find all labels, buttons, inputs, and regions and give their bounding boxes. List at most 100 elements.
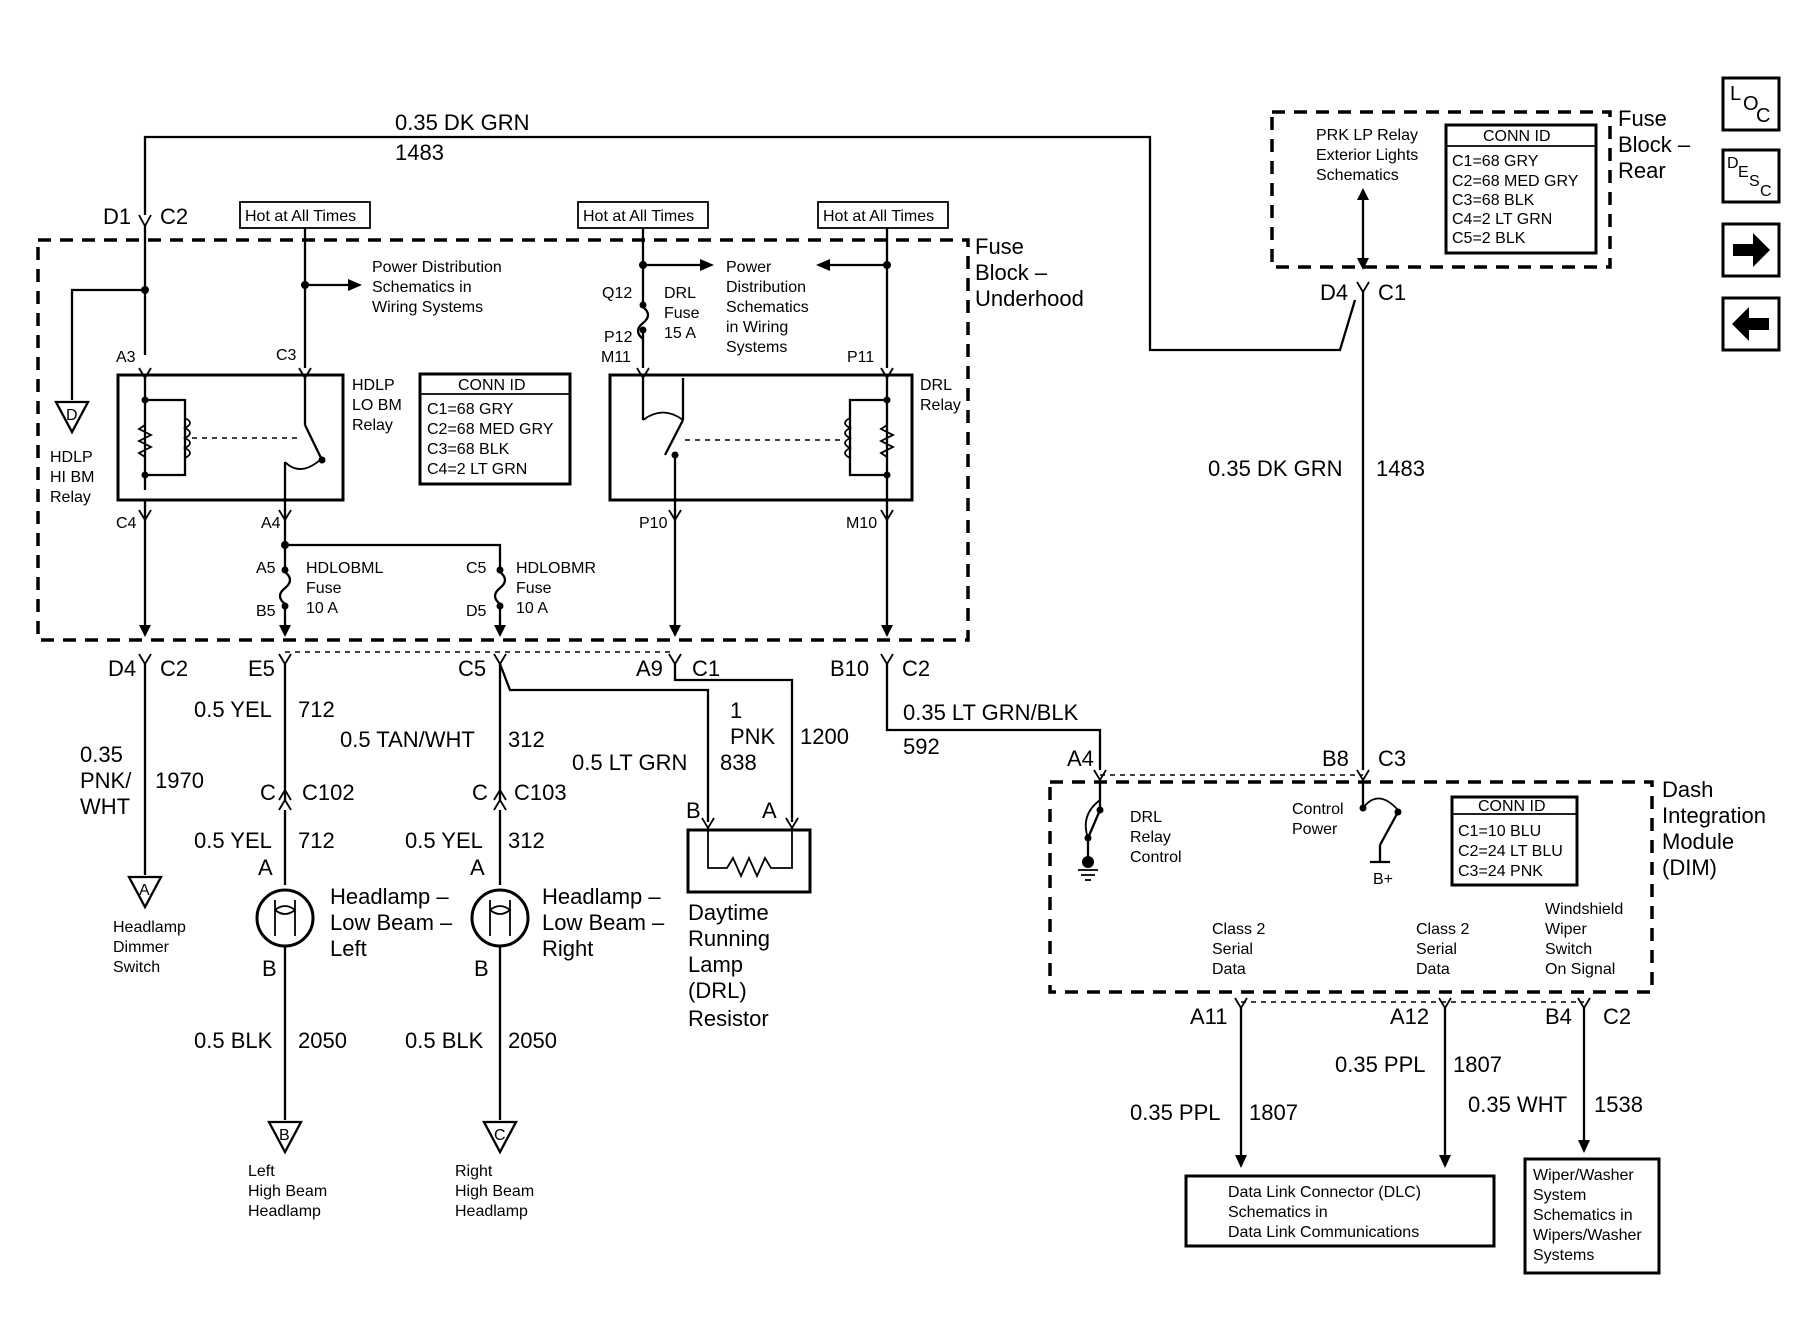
- label-wires-ltgrnblk-circuit: 592: [903, 734, 940, 759]
- label-hot-0: Hot at All Times: [245, 208, 356, 225]
- label-hdlp-lo-relay-0: HDLP: [352, 377, 395, 394]
- label-wiper-box-0: Wiper/Washer: [1533, 1167, 1634, 1184]
- label-pins-c1b: C1: [1378, 280, 1406, 305]
- dash-integration-module: Dash Integration Module (DIM) DRL Relay …: [1048, 777, 1766, 994]
- label-pins-c2a: C2: [160, 204, 188, 229]
- label-prk-lp-0: PRK LP Relay: [1316, 127, 1418, 144]
- label-wiper-box-2: Schematics in: [1533, 1207, 1633, 1224]
- label-power-dist-right-4: Systems: [726, 339, 787, 356]
- label-wires-ltgrn-color: 0.5 LT GRN: [572, 750, 687, 775]
- label-wires-pnk-whtA: 0.35: [80, 742, 123, 767]
- label-dim-labels-bplus: B+: [1373, 871, 1393, 888]
- label-hdlp-lo-relay-1: LO BM: [352, 397, 402, 414]
- label-dlc-box-1: Schematics in: [1228, 1204, 1328, 1221]
- label-drl-resistor-1: Running: [688, 926, 770, 951]
- label-pins-m11: M11: [601, 349, 631, 366]
- arrow-right-icon: [1733, 233, 1770, 267]
- label-pins-q12: Q12: [602, 285, 632, 302]
- label-pins-c5: C5: [458, 656, 486, 681]
- label-pins-c2c: C2: [902, 656, 930, 681]
- label-dim-labels-drl-ctrl-2: Control: [1130, 849, 1182, 866]
- wire-ppl-2: 0.35 PPL 1807: [1335, 1008, 1502, 1168]
- hdlp-hi-relay-branch: D HDLP HI BM Relay: [50, 226, 149, 506]
- back-arrow-button[interactable]: [1721, 296, 1781, 352]
- label-pins-d4b: D4: [1320, 280, 1348, 305]
- forward-arrow-button[interactable]: [1721, 222, 1781, 278]
- wire-lt-grn-drl: 0.5 LT GRN 838: [498, 663, 757, 822]
- label-headlamp-right-1: Low Beam –: [542, 910, 665, 935]
- label-pins-c1a: C1: [692, 656, 720, 681]
- dlc-schematic-reference[interactable]: Data Link Connector (DLC) Schematics in …: [1184, 1174, 1496, 1248]
- label-fuse-block-rear-2: Rear: [1618, 158, 1666, 183]
- label-drl-relay-1: Relay: [920, 397, 961, 414]
- label-dlc-box-0: Data Link Connector (DLC): [1228, 1184, 1421, 1201]
- label-conn-underhood-rows-2: C3=68 BLK: [427, 441, 510, 458]
- label-conn-rear-rows-0: C1=68 GRY: [1452, 153, 1539, 170]
- label-offpage-d-letter: D: [66, 407, 78, 424]
- label-conn-rear-rows-3: C4=2 LT GRN: [1452, 211, 1552, 228]
- label-drl-resistor-2: Lamp: [688, 952, 743, 977]
- label-pins-a-drl: A: [762, 798, 777, 823]
- label-offpage-a-label-1: Dimmer: [113, 939, 170, 956]
- label-conn-rear-rows-2: C3=68 BLK: [1452, 192, 1535, 209]
- label-offpage-b-label-0: Left: [248, 1163, 275, 1180]
- label-conn-dim-rows-0: C1=10 BLU: [1458, 823, 1541, 840]
- label-wires-tan-color: 0.5 TAN/WHT: [340, 727, 475, 752]
- label-pins-b5: B5: [256, 603, 276, 620]
- label-pins-a5: A5: [256, 560, 276, 577]
- label-wiper-box-1: System: [1533, 1187, 1586, 1204]
- label-nav-loc-c: C: [1756, 105, 1770, 127]
- drl-fuse: Q12 P12 M11 DRL Fuse 15 A: [601, 228, 714, 368]
- label-pins-c-b: C: [472, 780, 488, 805]
- power-dist-right-label: Power Distribution Schematics in Wiring …: [726, 259, 809, 356]
- label-wires-yel1-circuit: 712: [298, 697, 335, 722]
- p11-hot-branch: P11: [816, 228, 891, 368]
- wire-right-dk-grn: 0.35 DK GRN 1483: [1208, 292, 1425, 770]
- label-drl-relay-0: DRL: [920, 377, 952, 394]
- label-wires-right-circuit: 1483: [1376, 456, 1425, 481]
- label-headlamp-left-0: Headlamp –: [330, 884, 449, 909]
- label-pins-d4a: D4: [108, 656, 136, 681]
- loc-button[interactable]: L O C: [1721, 76, 1781, 132]
- label-dim-labels-ctrl-power-1: Power: [1292, 821, 1338, 838]
- label-dim-labels-drl-ctrl-1: Relay: [1130, 829, 1171, 846]
- label-fuse-block-rear-1: Block –: [1618, 132, 1691, 157]
- label-pins-p12: P12: [604, 329, 633, 346]
- drl-resistor: Daytime Running Lamp (DRL) Resistor: [686, 817, 812, 1031]
- label-conn-dim-title: CONN ID: [1478, 798, 1546, 815]
- label-pins-e5: E5: [248, 656, 275, 681]
- label-conn-underhood-rows-1: C2=68 MED GRY: [427, 421, 554, 438]
- label-pins-a-r: A: [470, 855, 485, 880]
- label-wires-ppl1-circuit: 1807: [1249, 1100, 1298, 1125]
- label-dim-title-1: Integration: [1662, 803, 1766, 828]
- label-conn-rear-rows-4: C5=2 BLK: [1452, 230, 1526, 247]
- label-hot-2: Hot at All Times: [823, 208, 934, 225]
- wire-tan-wht-right-headlamp: 0.5 TAN/WHT 312 C C103 0.5 YEL 312 A: [340, 664, 567, 885]
- label-pins-c4: C4: [116, 515, 137, 532]
- label-headlamp-right-0: Headlamp –: [542, 884, 661, 909]
- wire-blk-left: 0.5 BLK 2050 B Left High Beam Headlamp: [194, 946, 347, 1220]
- label-pins-a3: A3: [116, 349, 136, 366]
- label-wires-blk2-color: 0.5 BLK: [405, 1028, 484, 1053]
- wire-yel-left-headlamp: 0.5 YEL 712 C C102 0.5 YEL 712 A: [194, 664, 355, 885]
- label-wiper-box-4: Systems: [1533, 1247, 1594, 1264]
- label-pins-b-drl: B: [686, 798, 701, 823]
- c3-hot-branch: Power Distribution Schematics in Wiring …: [301, 228, 502, 368]
- fuse-block-rear: Fuse Block – Rear PRK LP Relay Exterior …: [1270, 106, 1691, 269]
- label-pins-d1: D1: [103, 204, 131, 229]
- headlamp-low-beam-right: Headlamp – Low Beam – Right: [470, 884, 665, 961]
- label-offpage-a-letter: A: [139, 882, 150, 899]
- desc-button[interactable]: D E S C: [1721, 148, 1781, 204]
- label-wires-yel1-color: 0.5 YEL: [194, 697, 272, 722]
- label-pins-b4: B4: [1545, 1004, 1572, 1029]
- label-wires-pnk-circuit: 1200: [800, 724, 849, 749]
- label-offpage-b-letter: B: [279, 1127, 290, 1144]
- label-hdlobmr-fuse-1: Fuse: [516, 580, 552, 597]
- label-nav-loc-a: L: [1730, 83, 1741, 105]
- wiper-schematic-reference[interactable]: Wiper/Washer System Schematics in Wipers…: [1523, 1157, 1661, 1275]
- prk-lp-arrow: [1357, 188, 1369, 270]
- label-dim-title-0: Dash: [1662, 777, 1713, 802]
- label-offpage-a-label-2: Switch: [113, 959, 160, 976]
- label-power-dist-right-0: Power: [726, 259, 772, 276]
- label-wires-pnk-whtB: PNK/: [80, 768, 132, 793]
